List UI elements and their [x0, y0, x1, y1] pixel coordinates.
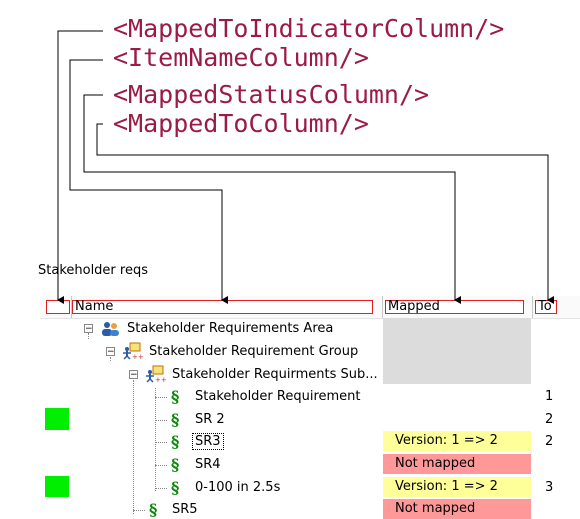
tree-line	[133, 380, 134, 514]
mapped-indicator	[45, 408, 69, 430]
tree-line	[155, 442, 167, 443]
callout-mapped-status-column: <MappedStatusColumn/>	[113, 80, 430, 109]
tree-line	[133, 510, 145, 511]
tree-item-group[interactable]: Stakeholder Requirement Group	[149, 344, 359, 359]
mapped-to-value: 1	[545, 389, 554, 404]
column-separator	[532, 296, 533, 318]
tree-item-requirement[interactable]: Stakeholder Requirement	[195, 389, 361, 404]
tree-line	[155, 397, 167, 398]
tree-item-requirement[interactable]: SR4	[195, 457, 221, 472]
mapped-status-cell: Not mapped	[383, 499, 531, 519]
column-separator	[71, 296, 72, 318]
requirement-icon: §	[171, 410, 180, 429]
panel-title: Stakeholder reqs	[38, 263, 148, 278]
svg-text:++: ++	[132, 353, 143, 360]
requirement-icon: §	[171, 455, 180, 474]
requirement-icon: §	[171, 432, 180, 451]
tree-line	[155, 388, 156, 491]
collapse-toggle[interactable]: −	[129, 370, 138, 380]
column-separator	[382, 296, 383, 318]
collapse-toggle[interactable]: −	[84, 324, 93, 334]
mapped-to-value: 3	[545, 480, 554, 495]
mapped-status-cell: Version: 1 => 2	[383, 477, 531, 497]
tree-line	[155, 465, 167, 466]
callout-indicator-column: <MappedToIndicatorColumn/>	[113, 14, 505, 43]
requirement-icon: §	[171, 478, 180, 497]
mapped-status-cell: Not mapped	[383, 454, 531, 474]
tree-item-requirement[interactable]: 0-100 in 2.5s	[195, 480, 281, 495]
status-cell-empty	[383, 318, 531, 384]
tree-item-subgroup[interactable]: Stakeholder Requirments Sub...	[172, 367, 378, 382]
collapse-toggle[interactable]: −	[106, 347, 115, 357]
mapped-to-value: 2	[545, 434, 554, 449]
requirement-icon: §	[171, 387, 180, 406]
callout-mapped-to-column: <MappedToColumn/>	[113, 109, 369, 138]
requirement-icon: §	[149, 500, 158, 519]
tree-line	[88, 333, 89, 339]
mapped-indicator	[45, 476, 69, 497]
mapped-status-cell: Version: 1 => 2	[383, 431, 531, 451]
tree-line	[155, 488, 167, 489]
tree-item-area[interactable]: Stakeholder Requirements Area	[127, 321, 334, 336]
requirement-group-icon: ++	[123, 342, 143, 360]
callout-item-name-column: <ItemNameColumn/>	[113, 43, 369, 72]
tree-item-requirement[interactable]: SR 2	[195, 412, 225, 427]
tree-item-requirement[interactable]: SR5	[172, 502, 198, 517]
tree-line	[110, 357, 111, 361]
requirement-group-icon: ++	[146, 365, 166, 383]
mapped-to-value: 2	[545, 412, 554, 427]
tree-item-requirement-selected[interactable]: SR3	[192, 433, 224, 450]
tree-line	[155, 420, 167, 421]
svg-text:++: ++	[155, 376, 166, 383]
users-icon	[102, 322, 119, 336]
selected-item-label: SR3	[192, 433, 224, 450]
